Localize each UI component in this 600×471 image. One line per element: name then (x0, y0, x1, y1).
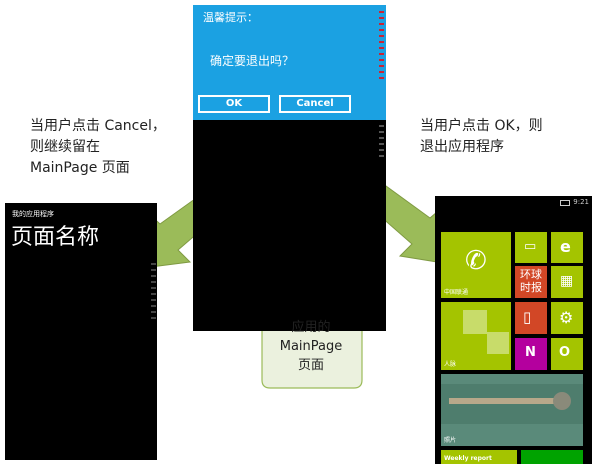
office-icon: ▯ (523, 308, 532, 326)
ok-caption: 当用户点击 OK，则 退出应用程序 (420, 116, 590, 158)
green-tile[interactable] (521, 450, 583, 464)
weekly-report-tile[interactable]: Weekly report (441, 450, 517, 464)
people-photo-2 (487, 332, 509, 354)
huanqiu-text: 环球时报 (520, 268, 542, 294)
store-tile[interactable]: ▦ (551, 266, 583, 298)
cancel-button[interactable]: Cancel (279, 95, 351, 113)
cancel-caption-line3: MainPage 页面 (30, 160, 130, 176)
outlook-tile[interactable]: O (551, 338, 583, 370)
left-edge-marks (151, 263, 157, 323)
phone-tile-label: 中国联通 (444, 289, 469, 296)
huanqiu-tile[interactable]: 环球时报 (515, 266, 547, 298)
status-time: 9:21 (573, 198, 589, 206)
edge-marks-top (379, 11, 386, 83)
photos-bar (449, 398, 569, 404)
photos-tile-label: 照片 (444, 437, 457, 444)
edge-marks-bottom (379, 125, 386, 161)
cancel-caption: 当用户点击 Cancel， 则继续留在 MainPage 页面 (30, 116, 180, 179)
people-tile-label: 人脉 (444, 361, 457, 368)
ok-caption-line1: 当用户点击 OK，则 (420, 118, 543, 134)
right-phone-start-screen: 9:21 ✆ 中国联通 ▭ e 环球时报 ▦ 人脉 ▯ ⚙ N O (435, 196, 592, 464)
battery-icon (560, 200, 570, 206)
cancel-caption-line1: 当用户点击 Cancel， (30, 118, 166, 134)
messaging-tile[interactable]: ▭ (515, 232, 547, 263)
ie-tile[interactable]: e (551, 232, 583, 263)
app-title: 我的应用程序 (12, 210, 54, 218)
callout-text: 应用的 MainPage 页面 (262, 318, 360, 375)
people-tile[interactable]: 人脉 (441, 302, 511, 370)
callout-line3: 页面 (297, 358, 324, 373)
onenote-icon: N (525, 345, 536, 360)
ok-caption-line2: 退出应用程序 (420, 139, 504, 155)
dialog-message: 确定要退出吗？ (210, 54, 295, 68)
messaging-icon: ▭ (524, 239, 537, 254)
settings-icon: ⚙ (559, 308, 574, 327)
callout-line1: 应用的 (291, 320, 331, 335)
store-icon: ▦ (560, 273, 574, 289)
page-title: 页面名称 (11, 225, 100, 250)
photos-knob (553, 392, 571, 410)
ok-button[interactable]: OK (198, 95, 270, 113)
settings-tile[interactable]: ⚙ (551, 302, 583, 334)
ie-icon: e (560, 237, 571, 256)
dialog-title: 温馨提示： (203, 11, 258, 24)
left-phone-mainpage: 我的应用程序 页面名称 (5, 203, 157, 460)
center-phone-screen: 温馨提示： 确定要退出吗？ OK Cancel (193, 5, 386, 331)
office-tile[interactable]: ▯ (515, 302, 547, 334)
phone-tile[interactable]: ✆ 中国联通 (441, 232, 511, 298)
people-photo-1 (463, 310, 487, 334)
weekly-report-label: Weekly report (444, 455, 492, 462)
cancel-caption-line2: 则继续留在 (30, 139, 100, 155)
onenote-tile[interactable]: N (515, 338, 547, 370)
phone-icon: ✆ (465, 246, 487, 276)
photos-tile[interactable]: 照片 (441, 374, 583, 446)
outlook-icon: O (559, 345, 571, 360)
callout-line2: MainPage (279, 339, 343, 354)
exit-dialog: 温馨提示： 确定要退出吗？ OK Cancel (193, 5, 386, 120)
